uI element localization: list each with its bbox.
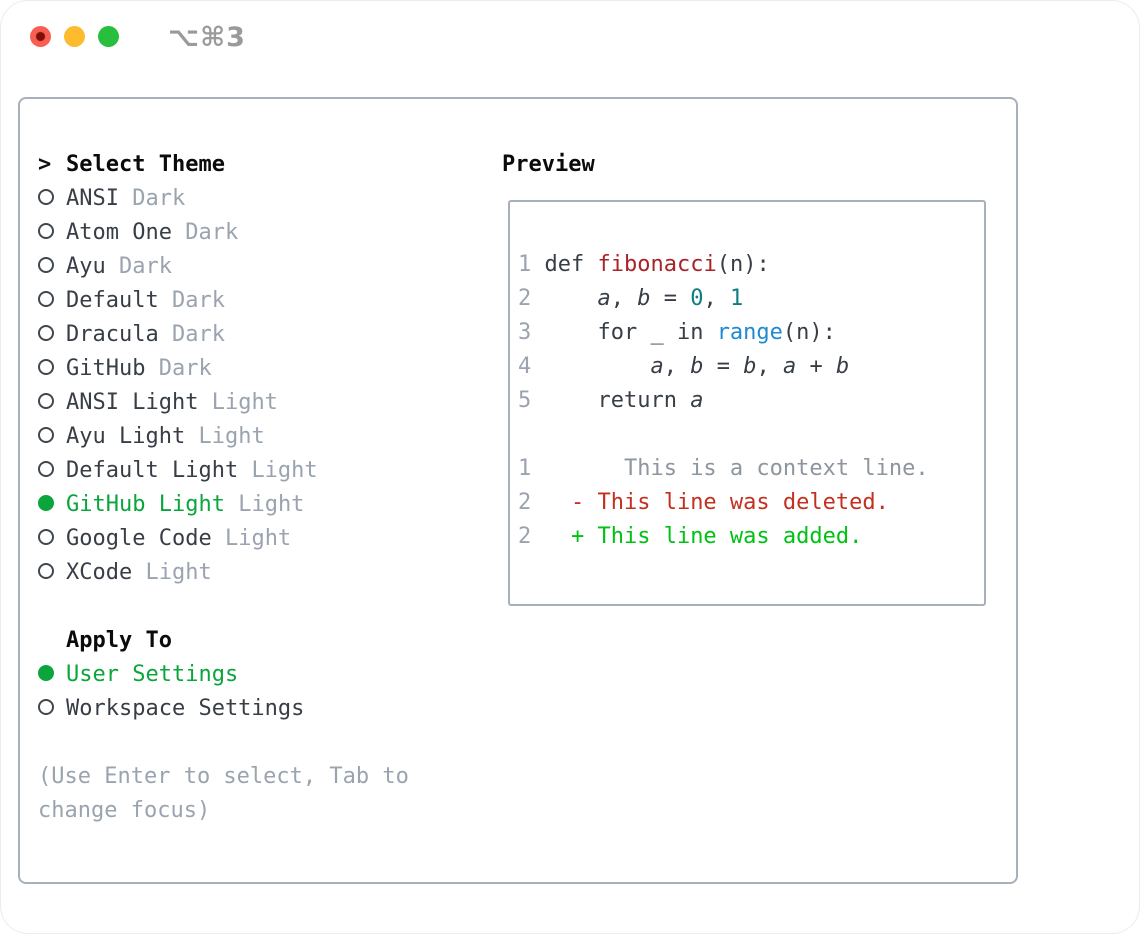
apply-to-title: Apply To: [66, 628, 172, 653]
apply-option-user-settings[interactable]: User Settings: [38, 658, 409, 692]
theme-option-ansi-dark[interactable]: ANSI Dark: [38, 182, 409, 216]
radio-selected-icon: [38, 495, 54, 511]
theme-option-github-light[interactable]: GitHub Light Light: [38, 488, 409, 522]
theme-option-ayu-light[interactable]: Ayu Light Light: [38, 420, 409, 454]
radio-icon: [38, 291, 54, 307]
radio-icon: [38, 529, 54, 545]
titlebar: ⌥⌘3: [0, 0, 1140, 74]
theme-menu: > Select Theme ANSI Dark Atom One Dark Ay…: [38, 148, 409, 828]
radio-icon: [38, 223, 54, 239]
radio-icon: [38, 359, 54, 375]
theme-option-atom-one-dark[interactable]: Atom One Dark: [38, 216, 409, 250]
theme-option-dracula-dark[interactable]: Dracula Dark: [38, 318, 409, 352]
zoom-button[interactable]: [98, 26, 119, 47]
code-line: 2 a, b = 0, 1: [518, 286, 744, 311]
radio-icon: [38, 461, 54, 477]
radio-icon: [38, 189, 54, 205]
preview-title: Preview: [502, 152, 595, 177]
theme-option-ayu-dark[interactable]: Ayu Dark: [38, 250, 409, 284]
preview-box: 1 def fibonacci(n): 2 a, b = 0, 1 3 for _ …: [508, 200, 986, 606]
window-title: ⌥⌘3: [168, 22, 246, 53]
theme-option-default-light[interactable]: Default Light Light: [38, 454, 409, 488]
diff-line-context: 1 This is a context line.: [518, 456, 929, 481]
close-button[interactable]: [30, 26, 51, 47]
code-line: 5 return a: [518, 388, 704, 413]
radio-icon: [38, 427, 54, 443]
radio-icon: [38, 393, 54, 409]
diff-line-deleted: 2 - This line was deleted.: [518, 490, 889, 515]
prompt-icon: >: [38, 152, 52, 177]
radio-icon: [38, 325, 54, 341]
theme-option-ansi-light[interactable]: ANSI Light Light: [38, 386, 409, 420]
code-line: 3 for _ in range(n):: [518, 320, 836, 345]
select-theme-header: > Select Theme: [38, 148, 409, 182]
radio-selected-icon: [38, 665, 54, 681]
apply-to-header: Apply To: [38, 624, 409, 658]
radio-icon: [38, 257, 54, 273]
theme-option-xcode-light[interactable]: XCode Light: [38, 556, 409, 590]
radio-icon: [38, 563, 54, 579]
minimize-button[interactable]: [64, 26, 85, 47]
radio-icon: [38, 699, 54, 715]
select-theme-title: Select Theme: [66, 152, 225, 177]
theme-option-default-dark[interactable]: Default Dark: [38, 284, 409, 318]
code-line: 1 def fibonacci(n):: [518, 252, 770, 277]
theme-option-google-code-light[interactable]: Google Code Light: [38, 522, 409, 556]
help-text-line-1: (Use Enter to select, Tab to: [38, 764, 409, 789]
diff-line-added: 2 + This line was added.: [518, 524, 863, 549]
code-line: 4 a, b = b, a + b: [518, 354, 850, 379]
help-text-line-2: change focus): [38, 798, 211, 823]
code-preview: 1 def fibonacci(n): 2 a, b = 0, 1 3 for _ …: [510, 202, 984, 554]
code-line-blank: [518, 418, 978, 452]
theme-option-github-dark[interactable]: GitHub Dark: [38, 352, 409, 386]
apply-option-workspace-settings[interactable]: Workspace Settings: [38, 692, 409, 726]
